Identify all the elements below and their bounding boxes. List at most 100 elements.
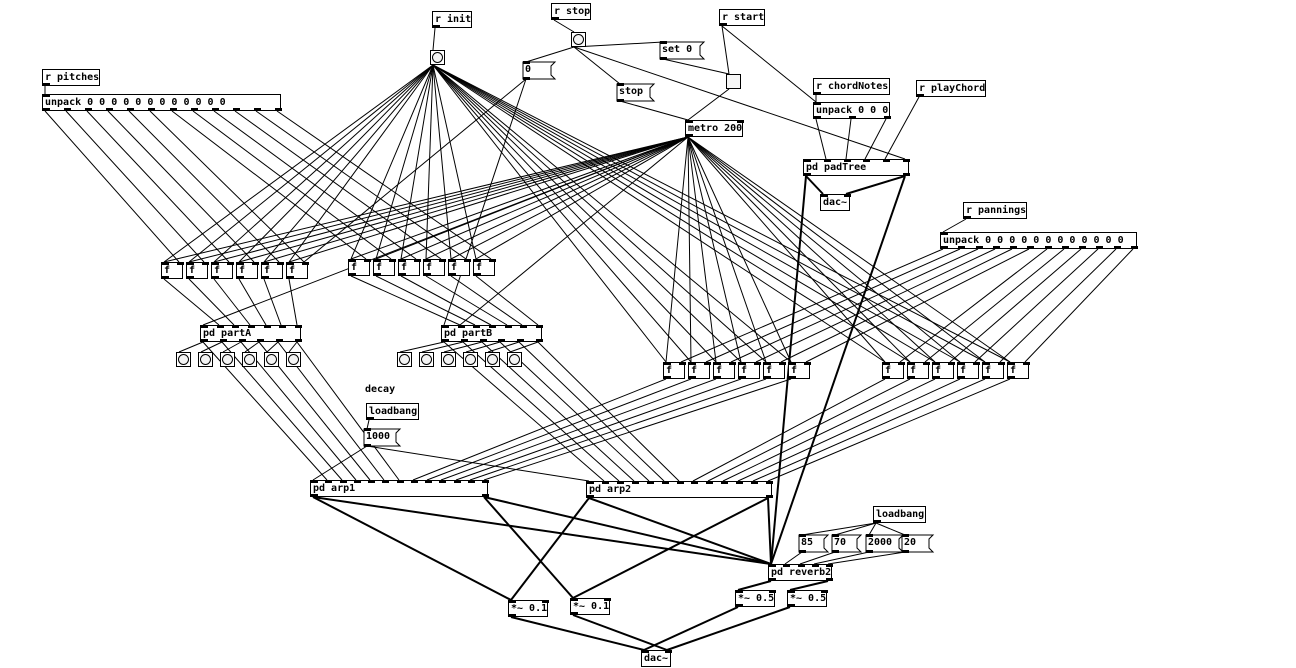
float-box[interactable]: f <box>398 259 421 276</box>
inlet-port[interactable] <box>824 159 831 162</box>
inlet-port[interactable] <box>826 564 833 567</box>
inlet-port[interactable] <box>604 598 611 601</box>
object-r-pannings[interactable]: r pannings <box>963 202 1027 219</box>
inlet-port[interactable] <box>804 159 811 162</box>
outlet-port[interactable] <box>866 550 873 553</box>
float-box[interactable]: f <box>286 262 309 279</box>
inlet-port[interactable] <box>754 362 761 365</box>
inlet-port[interactable] <box>442 325 449 328</box>
inlet-port[interactable] <box>908 362 915 365</box>
outlet-port[interactable] <box>686 134 693 137</box>
inlet-port[interactable] <box>898 362 905 365</box>
outlet-port[interactable] <box>374 273 381 276</box>
outlet-port[interactable] <box>536 339 543 342</box>
object-pd-partB[interactable]: pd partB <box>441 325 543 342</box>
float-box[interactable]: f <box>763 362 786 379</box>
outlet-port[interactable] <box>148 108 155 111</box>
outlet-port[interactable] <box>311 494 318 497</box>
output-bang[interactable] <box>286 352 301 367</box>
outlet-port[interactable] <box>964 216 971 219</box>
outlet-port[interactable] <box>689 376 696 379</box>
float-box[interactable]: f <box>788 362 811 379</box>
inlet-port[interactable] <box>883 159 890 162</box>
inlet-port[interactable] <box>883 362 890 365</box>
inlet-port[interactable] <box>449 259 456 262</box>
inlet-port[interactable] <box>277 262 284 265</box>
inlet-port[interactable] <box>844 159 851 162</box>
inlet-port[interactable] <box>832 534 839 537</box>
output-bang[interactable] <box>220 352 235 367</box>
inlet-port[interactable] <box>227 262 234 265</box>
inlet-port[interactable] <box>714 362 721 365</box>
inlet-port[interactable] <box>464 259 471 262</box>
float-box[interactable]: f <box>473 259 496 276</box>
inlet-port[interactable] <box>354 480 361 483</box>
outlet-port[interactable] <box>233 108 240 111</box>
outlet-port[interactable] <box>617 99 624 102</box>
inlet-port[interactable] <box>789 362 796 365</box>
float-box[interactable]: f <box>907 362 930 379</box>
outlet-port[interactable] <box>587 495 594 498</box>
inlet-port[interactable] <box>162 262 169 265</box>
output-bang[interactable] <box>198 352 213 367</box>
inlet-port[interactable] <box>340 480 347 483</box>
outlet-port[interactable] <box>849 116 856 119</box>
object-unpack-chord[interactable]: unpack 0 0 0 <box>813 102 891 119</box>
object-loadbang2[interactable]: loadbang <box>873 506 926 523</box>
outlet-port[interactable] <box>162 276 169 279</box>
inlet-port[interactable] <box>821 194 828 197</box>
outlet-port[interactable] <box>958 376 965 379</box>
outlet-port[interactable] <box>287 276 294 279</box>
inlet-port[interactable] <box>736 481 743 484</box>
outlet-port[interactable] <box>367 417 374 420</box>
object-loadbang1[interactable]: loadbang <box>366 403 419 420</box>
inlet-port[interactable] <box>677 481 684 484</box>
object-pd-padTree[interactable]: pd padTree <box>803 159 910 176</box>
float-box[interactable]: f <box>738 362 761 379</box>
outlet-port[interactable] <box>552 17 559 20</box>
inlet-port[interactable] <box>237 262 244 265</box>
object-metro[interactable]: metro 200 <box>685 120 744 137</box>
inlet-port[interactable] <box>804 362 811 365</box>
outlet-port[interactable] <box>1131 246 1138 249</box>
inlet-port[interactable] <box>364 428 371 431</box>
outlet-port[interactable] <box>482 494 489 497</box>
inlet-port[interactable] <box>349 259 356 262</box>
outlet-port[interactable] <box>714 376 721 379</box>
inlet-port[interactable] <box>177 262 184 265</box>
outlet-port[interactable] <box>739 376 746 379</box>
outlet-port[interactable] <box>295 339 302 342</box>
outlet-port[interactable] <box>799 550 806 553</box>
object-r-init[interactable]: r init <box>432 11 472 28</box>
outlet-port[interactable] <box>517 339 524 342</box>
message-msg-set0[interactable]: set 0 <box>660 41 700 60</box>
object-mul1[interactable]: *~ 0.1 <box>508 600 549 617</box>
object-dac-pad[interactable]: dac~ <box>820 194 851 211</box>
outlet-port[interactable] <box>364 444 371 447</box>
inlet-port[interactable] <box>923 362 930 365</box>
inlet-port[interactable] <box>788 590 795 593</box>
outlet-port[interactable] <box>523 77 530 80</box>
inlet-port[interactable] <box>520 325 527 328</box>
outlet-port[interactable] <box>43 83 50 86</box>
inlet-port[interactable] <box>617 481 624 484</box>
outlet-port[interactable] <box>85 108 92 111</box>
inlet-port[interactable] <box>474 259 481 262</box>
outlet-port[interactable] <box>237 276 244 279</box>
outlet-port[interactable] <box>874 520 881 523</box>
inlet-port[interactable] <box>691 481 698 484</box>
inlet-port[interactable] <box>187 262 194 265</box>
output-bang[interactable] <box>242 352 257 367</box>
outlet-port[interactable] <box>789 376 796 379</box>
inlet-port[interactable] <box>689 362 696 365</box>
inlet-port[interactable] <box>473 325 480 328</box>
inlet-port[interactable] <box>458 325 465 328</box>
inlet-port[interactable] <box>821 590 828 593</box>
outlet-port[interactable] <box>826 578 833 581</box>
outlet-port[interactable] <box>187 276 194 279</box>
inlet-port[interactable] <box>662 481 669 484</box>
output-bang[interactable] <box>419 352 434 367</box>
inlet-port[interactable] <box>454 480 461 483</box>
float-box[interactable]: f <box>186 262 209 279</box>
object-r-playChord[interactable]: r playChord <box>916 80 986 97</box>
